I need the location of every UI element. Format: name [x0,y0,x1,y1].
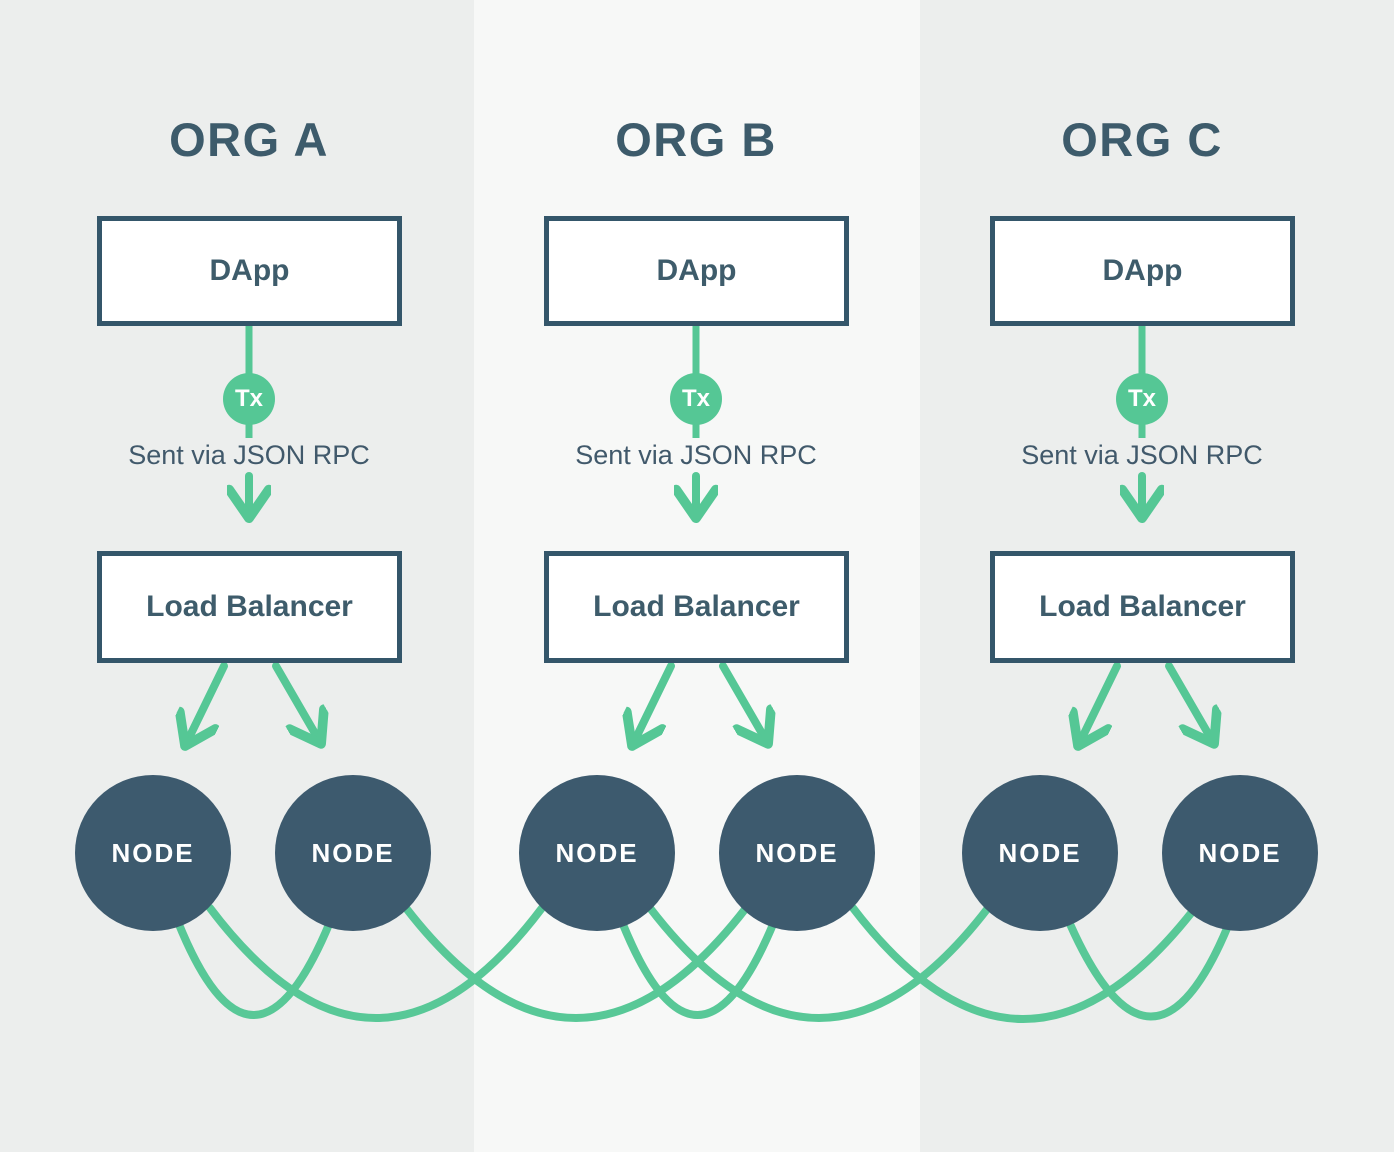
lb-arrow-right-icon [1165,662,1213,742]
node-mesh-arc-4-6 [849,904,1196,1023]
node-mesh-arc-5-6 [1066,920,1232,1021]
load-balancer-label: Load Balancer [1039,590,1246,623]
org-a-title: ORG A [169,113,329,166]
node-circle: NODE [962,775,1118,931]
dapp-label: DApp [656,254,737,287]
rpc-note: Sent via JSON RPC [1021,440,1263,470]
tx-label: Tx [681,385,710,412]
lb-arrow-right-icon [719,662,767,742]
node-circle: NODE [519,775,675,931]
node-label: NODE [1198,837,1282,868]
dapp-box: DApp [544,216,849,326]
dapp-box: DApp [97,216,402,326]
dapp-label: DApp [1102,254,1183,287]
node-mesh-arc-3-5 [646,904,992,1022]
node-label: NODE [555,837,639,868]
node-mesh-arc-1-3 [206,904,546,1022]
node-circle: NODE [75,775,231,931]
load-balancer-box: Load Balancer [990,551,1295,663]
load-balancer-label: Load Balancer [593,590,800,623]
lb-arrow-right-icon [272,662,320,742]
node-label: NODE [998,837,1082,868]
lb-arrow-left-icon [1079,662,1121,744]
tx-badge: Tx [223,373,275,425]
rpc-note: Sent via JSON RPC [128,440,370,470]
node-circle: NODE [1162,775,1318,931]
node-circle: NODE [719,775,875,931]
lb-arrow-left-icon [186,662,228,744]
org-b-title: ORG B [615,113,777,166]
load-balancer-label: Load Balancer [146,590,353,623]
node-label: NODE [755,837,839,868]
node-mesh-arc-3-4 [618,918,778,1019]
node-circle: NODE [275,775,431,931]
rpc-note: Sent via JSON RPC [575,440,817,470]
org-c-title: ORG C [1061,113,1223,166]
node-mesh-arc-1-2 [174,918,334,1019]
dapp-label: DApp [209,254,290,287]
node-label: NODE [111,837,195,868]
lb-arrow-left-icon [633,662,675,744]
tx-badge: Tx [670,373,722,425]
load-balancer-box: Load Balancer [544,551,849,663]
dapp-box: DApp [990,216,1295,326]
tx-label: Tx [1127,385,1156,412]
tx-label: Tx [234,385,263,412]
load-balancer-box: Load Balancer [97,551,402,663]
node-label: NODE [311,837,395,868]
tx-badge: Tx [1116,373,1168,425]
